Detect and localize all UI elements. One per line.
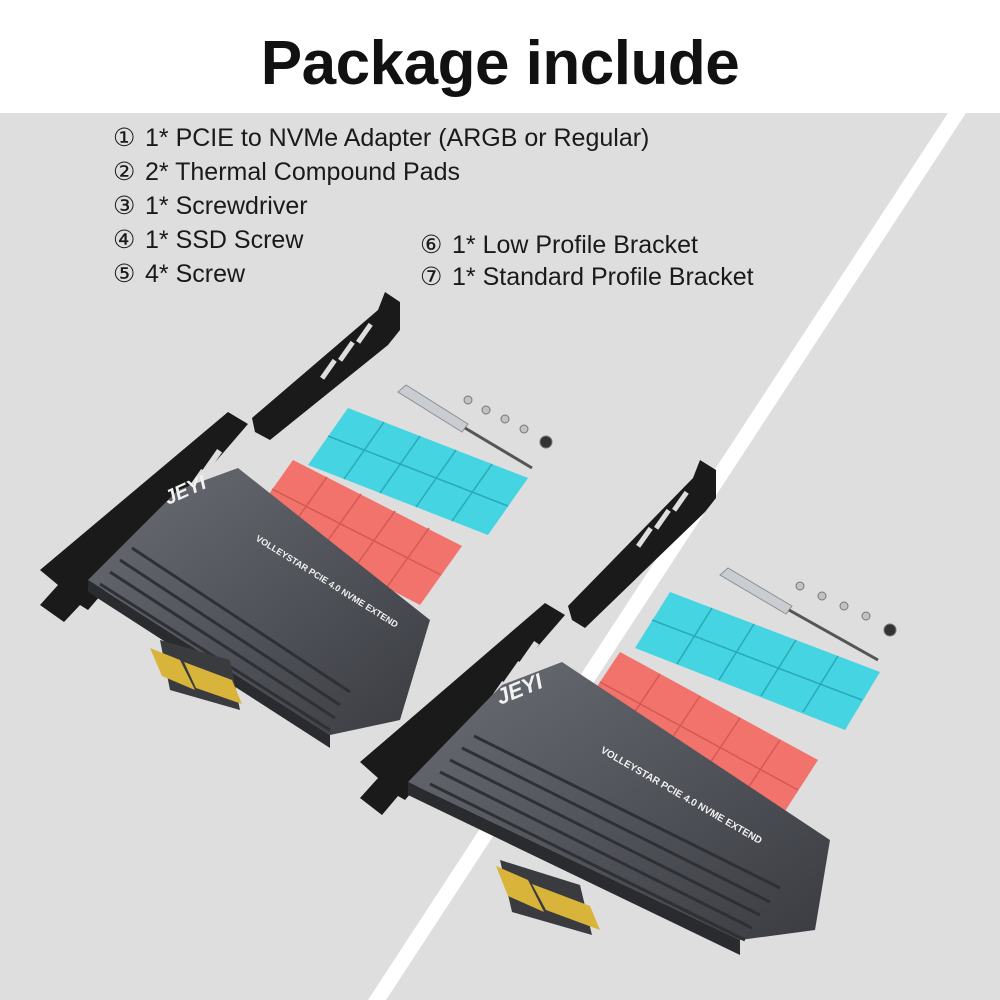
gold-contacts xyxy=(150,648,195,690)
screws xyxy=(463,395,553,449)
screwdriver xyxy=(397,384,533,470)
thermal-pad-blue xyxy=(308,408,528,535)
right-product-set: JEYI VOLLEYSTAR PCIE 4.0 NVME EXTEND xyxy=(360,460,897,955)
screws xyxy=(795,581,897,637)
standard-bracket xyxy=(40,412,248,622)
page-title: Package include xyxy=(260,29,740,98)
thermal-pad-blue xyxy=(635,592,880,730)
standard-bracket xyxy=(360,603,565,815)
screwdriver xyxy=(719,567,879,662)
left-product-set: JEYI VOLLEYSTAR PCIE 4.0 NVME EXTEND xyxy=(40,292,553,748)
thermal-pad-red xyxy=(580,652,818,822)
nvme-adapter-card: JEYI VOLLEYSTAR PCIE 4.0 NVME EXTEND xyxy=(88,468,430,748)
low-profile-bracket xyxy=(252,292,400,440)
gold-contacts xyxy=(496,866,544,912)
